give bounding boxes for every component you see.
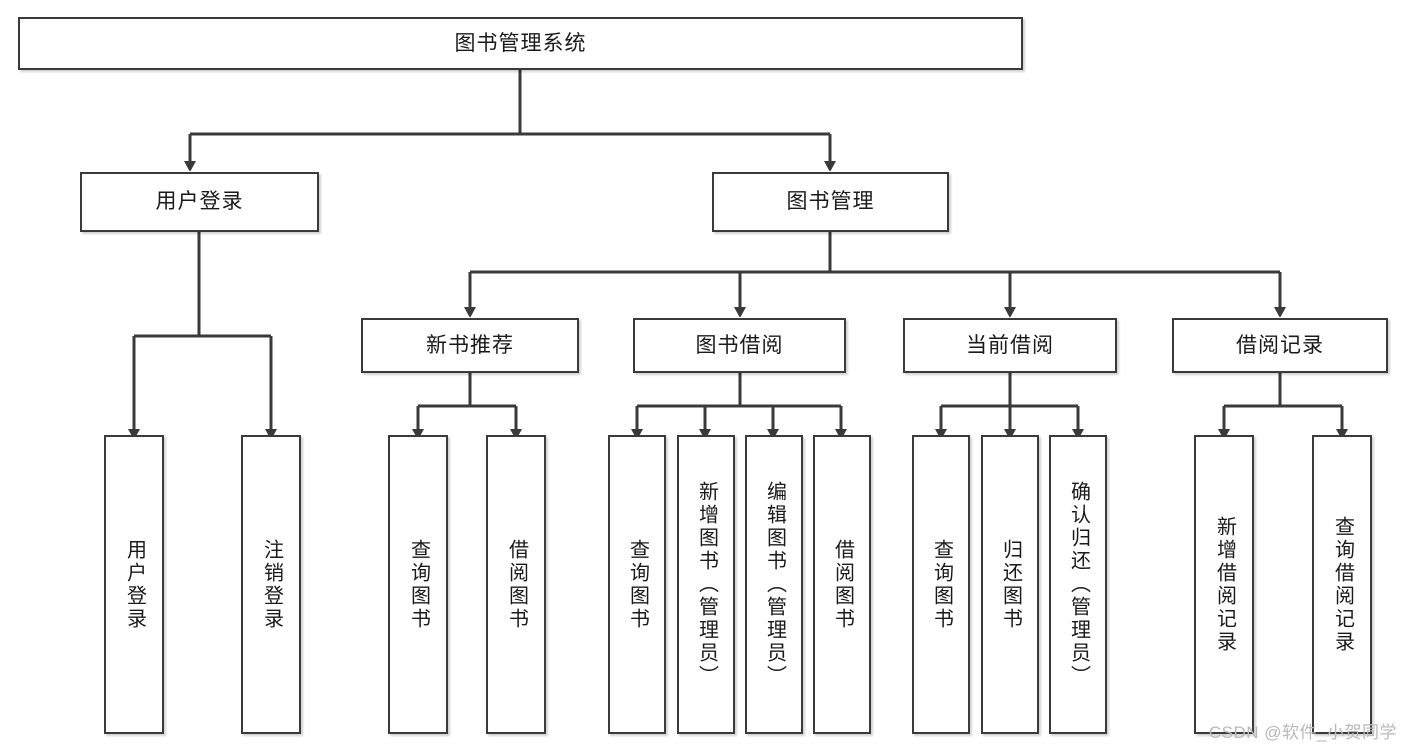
node-current-borrow-label: 当前借阅 [966, 333, 1054, 357]
leaf-label: 用户登录 [123, 538, 146, 631]
node-new-book-recommend[interactable]: 新书推荐 [361, 318, 579, 373]
node-book-management[interactable]: 图书管理 [712, 172, 949, 232]
node-current-borrow[interactable]: 当前借阅 [903, 318, 1117, 373]
node-borrow-record[interactable]: 借阅记录 [1172, 318, 1388, 373]
node-user-login[interactable]: 用户登录 [80, 172, 319, 232]
leaf-label: 新增图书（管理员） [695, 481, 718, 688]
leaf-label: 归还图书 [999, 538, 1022, 631]
node-book-management-label: 图书管理 [786, 190, 875, 214]
node-root[interactable]: 图书管理系统 [18, 17, 1023, 70]
leaf-label: 确认归还（管理员） [1067, 481, 1090, 688]
node-borrow-record-label: 借阅记录 [1236, 333, 1324, 357]
leaf-new-book-borrow[interactable]: 借阅图书 [486, 435, 546, 734]
leaf-borrow-record-query[interactable]: 查询借阅记录 [1312, 435, 1372, 734]
leaf-label: 借阅图书 [505, 538, 528, 631]
node-book-borrow[interactable]: 图书借阅 [633, 318, 846, 373]
leaf-user-login-login[interactable]: 用户登录 [104, 435, 164, 734]
leaf-label: 借阅图书 [831, 538, 854, 631]
leaf-label: 注销登录 [260, 538, 283, 631]
leaf-current-borrow-confirm-return[interactable]: 确认归还（管理员） [1049, 435, 1107, 734]
leaf-label: 查询图书 [407, 538, 430, 631]
node-user-login-label: 用户登录 [155, 190, 244, 214]
leaf-borrow-record-add[interactable]: 新增借阅记录 [1194, 435, 1254, 734]
leaf-label: 编辑图书（管理员） [763, 481, 786, 688]
leaf-current-borrow-query[interactable]: 查询图书 [912, 435, 970, 734]
watermark: CSDN @软件_小贺同学 [1208, 723, 1397, 742]
node-root-label: 图书管理系统 [454, 31, 587, 55]
leaf-label: 查询图书 [626, 538, 649, 631]
leaf-book-borrow-query[interactable]: 查询图书 [608, 435, 666, 734]
leaf-label: 查询借阅记录 [1331, 515, 1354, 654]
leaf-book-borrow-borrow[interactable]: 借阅图书 [813, 435, 871, 734]
leaf-new-book-query[interactable]: 查询图书 [388, 435, 448, 734]
leaf-current-borrow-return[interactable]: 归还图书 [981, 435, 1039, 734]
leaf-user-login-logout[interactable]: 注销登录 [241, 435, 301, 734]
leaf-label: 新增借阅记录 [1213, 515, 1236, 654]
leaf-book-borrow-add[interactable]: 新增图书（管理员） [677, 435, 735, 734]
leaf-label: 查询图书 [930, 538, 953, 631]
node-new-book-recommend-label: 新书推荐 [426, 333, 514, 357]
node-book-borrow-label: 图书借阅 [695, 333, 784, 357]
leaf-book-borrow-edit[interactable]: 编辑图书（管理员） [745, 435, 803, 734]
